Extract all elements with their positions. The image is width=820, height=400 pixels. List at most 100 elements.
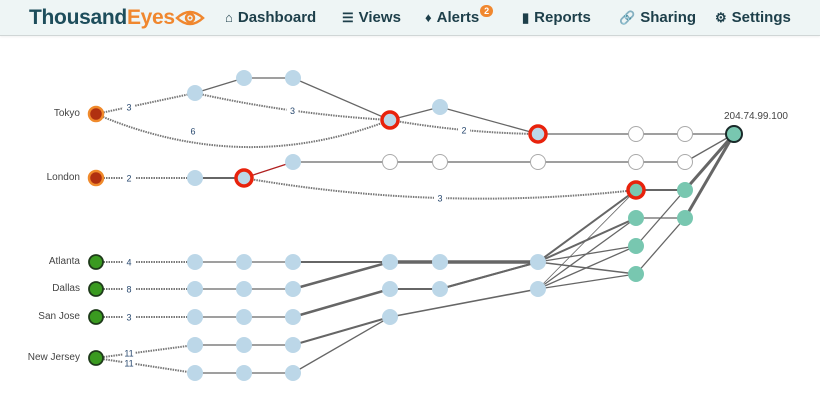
- destination-node[interactable]: [725, 125, 743, 143]
- nav-sharing[interactable]: 🔗Sharing: [619, 9, 696, 26]
- hop-node[interactable]: [187, 365, 203, 381]
- unknown-hop-node[interactable]: [677, 154, 693, 170]
- agent-node[interactable]: [88, 309, 104, 325]
- hop-node[interactable]: [187, 85, 203, 101]
- path-edge[interactable]: [537, 245, 637, 290]
- unknown-hop-node[interactable]: [382, 154, 398, 170]
- hop-node[interactable]: [187, 337, 203, 353]
- bell-icon: ♦: [425, 10, 432, 25]
- hop-count-bg: [123, 283, 135, 295]
- destination-label: 204.74.99.100: [724, 111, 788, 122]
- hidden-hop-count: 8: [126, 285, 131, 295]
- hop-node[interactable]: [285, 337, 301, 353]
- unknown-hop-node[interactable]: [530, 154, 546, 170]
- nav-settings[interactable]: ⚙Settings: [715, 9, 791, 26]
- hop-node[interactable]: [236, 70, 252, 86]
- nav-reports[interactable]: ▮Reports: [522, 9, 591, 26]
- hop-node[interactable]: [236, 309, 252, 325]
- hop-node[interactable]: [285, 365, 301, 381]
- hidden-hops-edge[interactable]: [95, 92, 196, 115]
- hop-count-bg: [123, 311, 135, 323]
- source-label-tokyo: Tokyo: [53, 108, 80, 119]
- hidden-hops-edge[interactable]: [194, 92, 391, 121]
- hop-node[interactable]: [382, 254, 398, 270]
- target-network-node[interactable]: [677, 210, 693, 226]
- home-icon: ⌂: [225, 10, 233, 25]
- path-edge[interactable]: [439, 261, 539, 290]
- hop-node[interactable]: [285, 70, 301, 86]
- agent-node[interactable]: [88, 254, 104, 270]
- unknown-hop-node[interactable]: [432, 154, 448, 170]
- hop-node[interactable]: [530, 254, 546, 270]
- hop-node[interactable]: [236, 281, 252, 297]
- problem-hop-node[interactable]: [380, 110, 400, 130]
- hop-node[interactable]: [432, 281, 448, 297]
- hop-node[interactable]: [187, 254, 203, 270]
- hop-node[interactable]: [236, 337, 252, 353]
- nav-dashboard[interactable]: ⌂Dashboard: [225, 9, 316, 26]
- hop-node[interactable]: [432, 99, 448, 115]
- link-icon: 🔗: [619, 9, 636, 25]
- agent-node-error[interactable]: [87, 105, 105, 123]
- nav-label: Reports: [534, 9, 591, 26]
- path-edge[interactable]: [292, 287, 391, 319]
- hop-node[interactable]: [187, 281, 203, 297]
- path-edge[interactable]: [292, 77, 391, 121]
- hop-node[interactable]: [187, 309, 203, 325]
- path-edge[interactable]: [537, 189, 637, 290]
- target-network-node[interactable]: [677, 182, 693, 198]
- agent-node-error[interactable]: [87, 169, 105, 187]
- problem-hop-node[interactable]: [528, 124, 548, 144]
- hop-count-bg: [434, 192, 446, 204]
- path-edge[interactable]: [537, 273, 637, 290]
- agent-node[interactable]: [88, 281, 104, 297]
- hidden-hop-count: 3: [290, 106, 295, 116]
- path-edge[interactable]: [389, 288, 539, 318]
- problem-hop-node[interactable]: [626, 180, 646, 200]
- hop-node[interactable]: [285, 254, 301, 270]
- source-label-atlanta: Atlanta: [48, 256, 80, 267]
- hop-node[interactable]: [530, 281, 546, 297]
- hop-node[interactable]: [236, 254, 252, 270]
- layers-icon: ☰: [342, 9, 354, 25]
- hop-node[interactable]: [187, 170, 203, 186]
- unknown-hop-node[interactable]: [677, 126, 693, 142]
- hop-node[interactable]: [236, 365, 252, 381]
- path-edge[interactable]: [292, 260, 391, 291]
- hidden-hops-edge[interactable]: [243, 177, 637, 200]
- path-edge[interactable]: [439, 106, 539, 135]
- hop-node[interactable]: [285, 281, 301, 297]
- agent-node[interactable]: [88, 350, 104, 366]
- hop-count-bg: [123, 357, 135, 369]
- hidden-hops-edge[interactable]: [95, 113, 391, 148]
- hidden-hops-edge[interactable]: [95, 357, 196, 374]
- hidden-hop-count: 3: [126, 103, 131, 113]
- hidden-hop-count: 4: [126, 258, 131, 268]
- hop-node[interactable]: [382, 309, 398, 325]
- unknown-hop-node[interactable]: [628, 154, 644, 170]
- hop-node[interactable]: [382, 281, 398, 297]
- source-label-san-jose: San Jose: [38, 311, 80, 322]
- nav-views[interactable]: ☰Views: [342, 9, 401, 26]
- target-network-node[interactable]: [628, 238, 644, 254]
- problem-hop-node[interactable]: [234, 168, 254, 188]
- hidden-hops-edge[interactable]: [95, 344, 196, 359]
- hidden-hop-count: 3: [126, 313, 131, 323]
- unknown-hop-node[interactable]: [628, 126, 644, 142]
- hop-node[interactable]: [285, 154, 301, 170]
- logo-text: Thousand: [29, 6, 127, 29]
- hidden-hop-count: 6: [190, 127, 195, 137]
- path-edge[interactable]: [292, 316, 391, 346]
- path-edge[interactable]: [292, 316, 391, 374]
- path-edge[interactable]: [537, 189, 637, 263]
- path-edge[interactable]: [683, 133, 736, 219]
- hop-node[interactable]: [285, 309, 301, 325]
- target-network-node[interactable]: [628, 266, 644, 282]
- hidden-hop-count: 2: [461, 126, 466, 136]
- target-network-node[interactable]: [628, 210, 644, 226]
- path-edge[interactable]: [537, 217, 637, 290]
- hop-node[interactable]: [432, 254, 448, 270]
